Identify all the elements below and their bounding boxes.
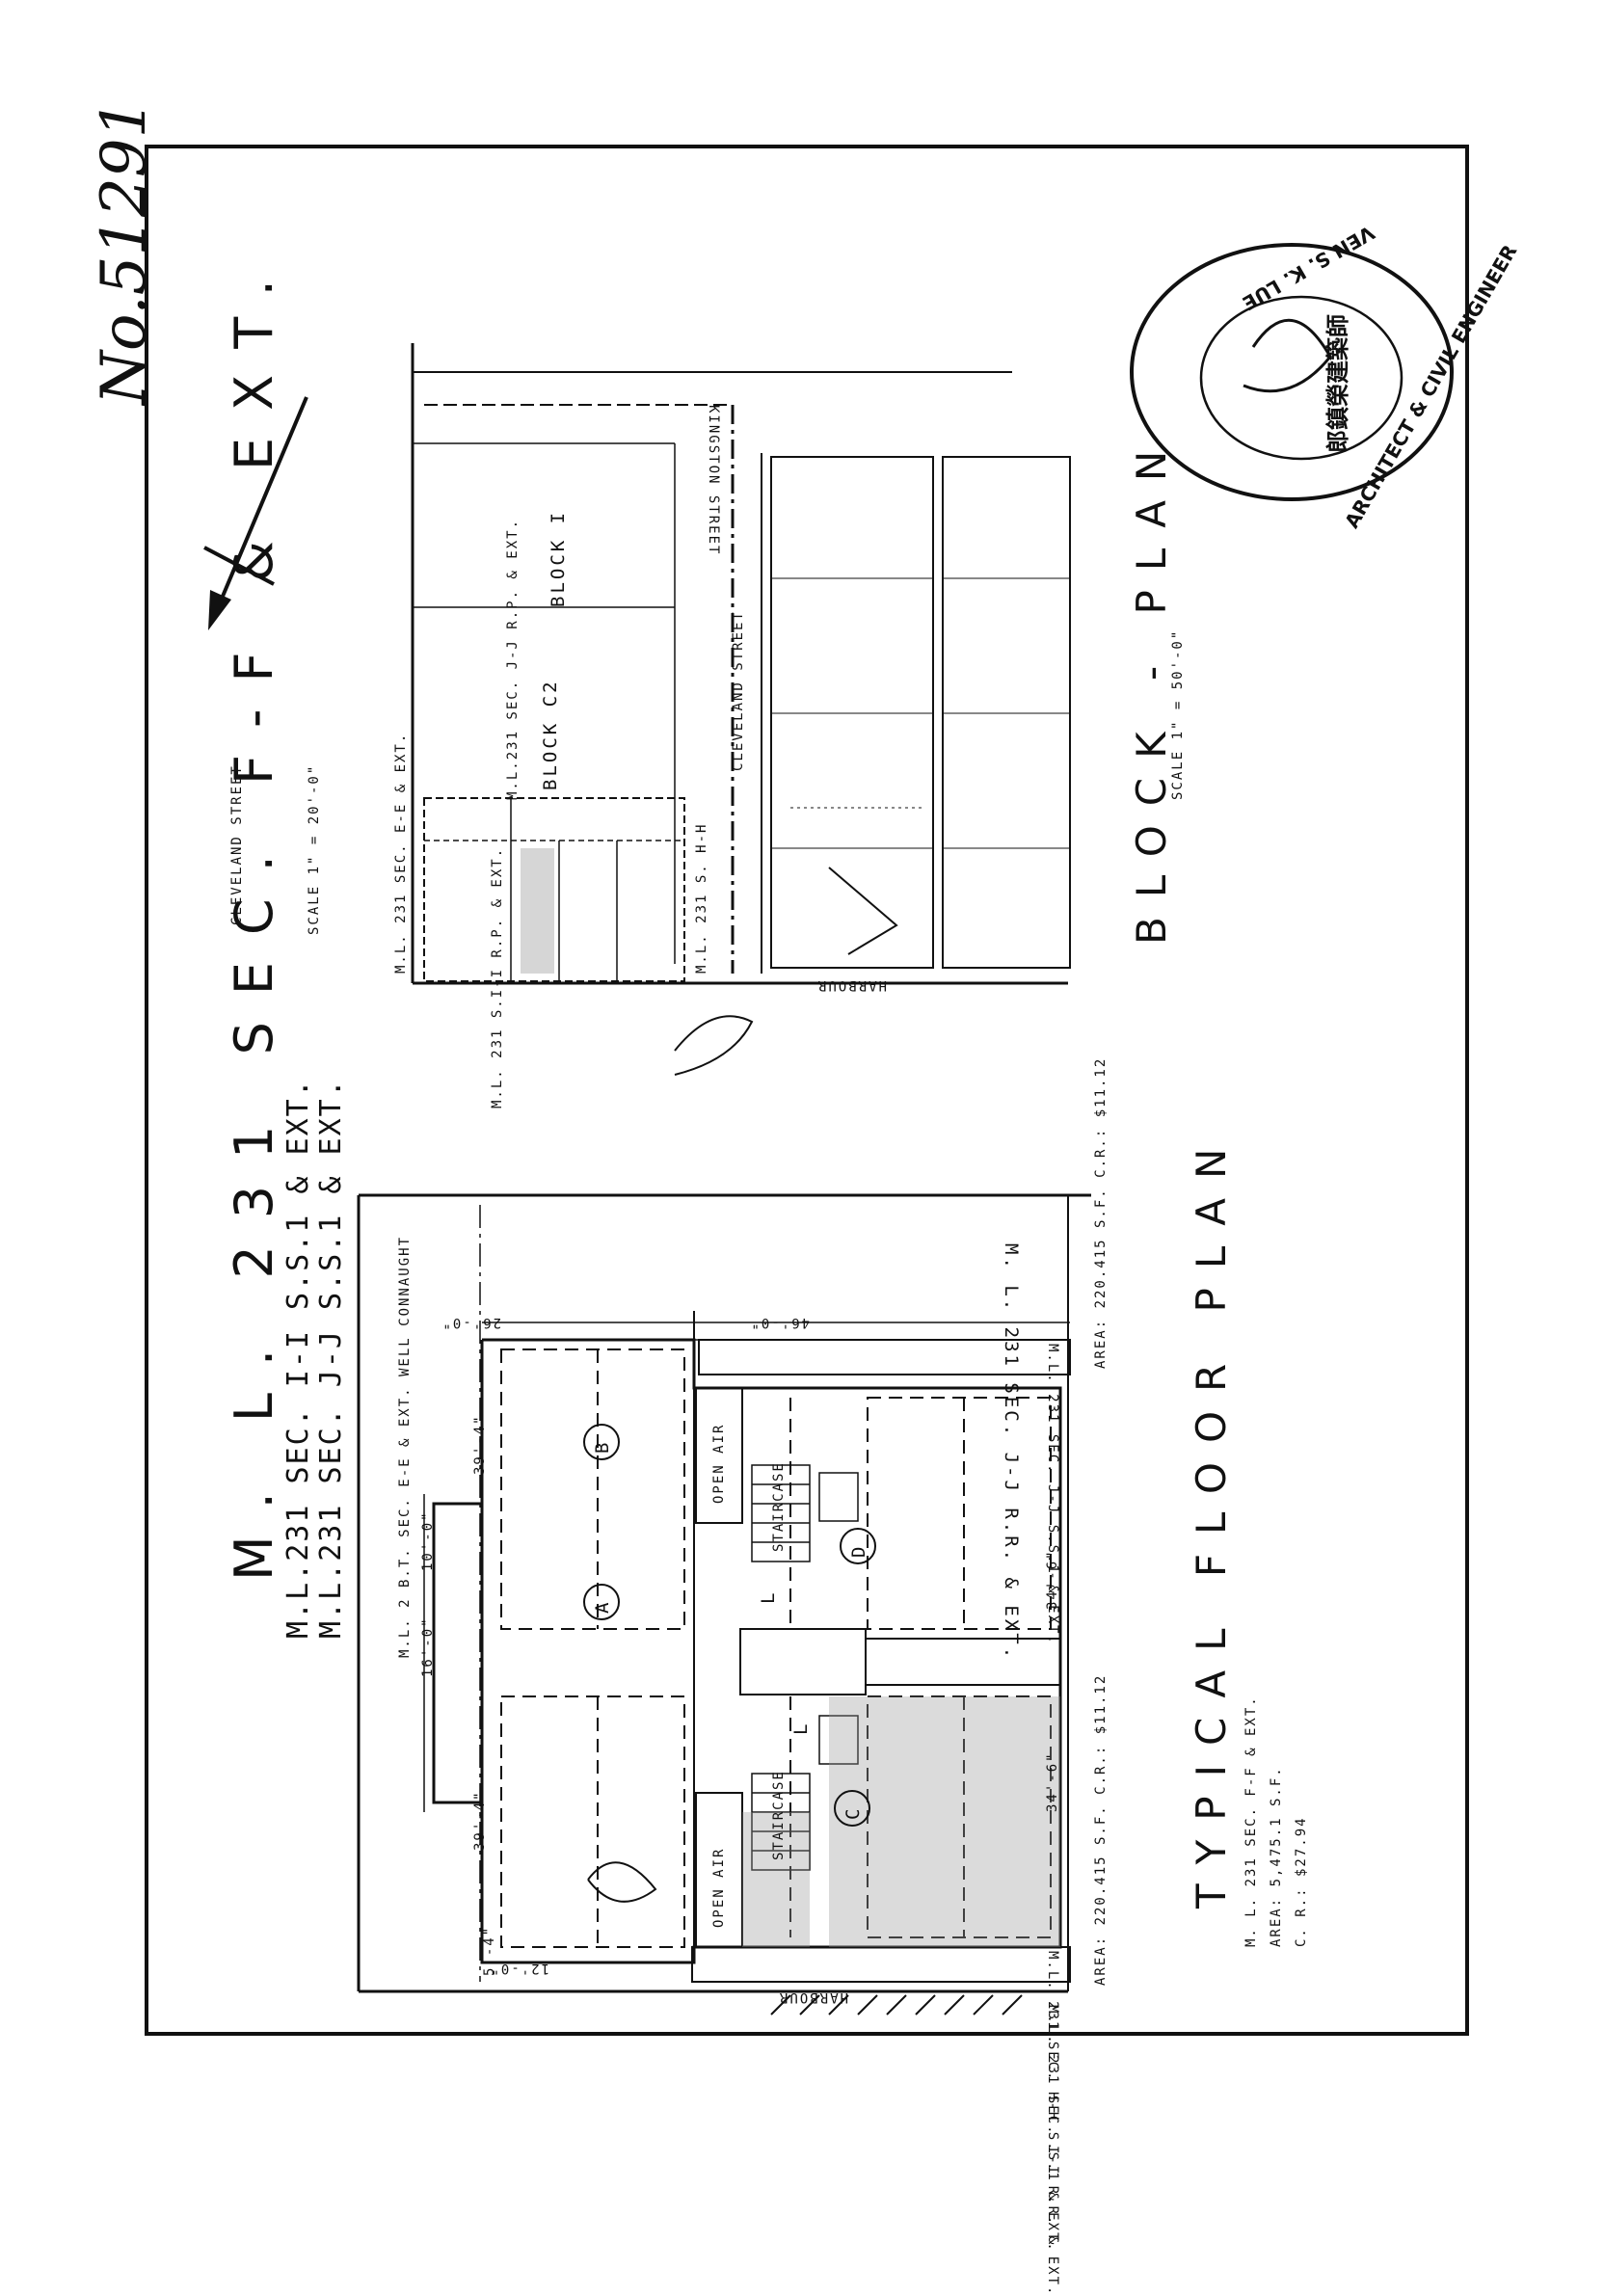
unit-c-marker: [834, 1790, 870, 1827]
block-plan-title: BLOCK - PLAN: [1128, 431, 1175, 945]
area-top-label: AREA: 220.415 S.F. C.R.: $11.12: [1093, 1056, 1109, 1369]
typical-floor-plan-drawing: [357, 1193, 1091, 2016]
subtitle-line-1: M.L.231 SEC. I-I S.S.1 & EXT.: [281, 1078, 315, 1639]
architect-seal: [1130, 243, 1454, 501]
open-air-bottom: OPEN AIR: [711, 1847, 727, 1928]
dim-34-6-b: 34'-6": [1045, 1751, 1060, 1812]
label-ml-rp: M.L. 231 S.I-I R.P. & EXT.: [490, 846, 505, 1108]
unit-b-marker: [583, 1424, 620, 1460]
street-harbour-floor: HARBOUR: [777, 1989, 848, 2005]
staircase-top: STAIRCASE: [771, 1461, 787, 1552]
unit-c-label: C: [842, 1805, 864, 1820]
floor-plan-title: TYPICAL FLOOR PLAN: [1188, 1129, 1235, 1909]
floor-plan-note-1: M. L. 231 SEC. F-F & EXT.: [1243, 1695, 1259, 1947]
dim-39-4-b: 39'-4": [472, 1790, 488, 1851]
label-block-c2: BLOCK C2: [540, 679, 561, 790]
label-ml-sec-ee: M.L. 231 SEC. E-E & EXT.: [393, 732, 409, 974]
unit-d-marker: [840, 1528, 876, 1564]
strip-bottom-label: M.L. 231 SEC. H-H S.S.1 & EXT.: [1045, 1951, 1060, 2253]
unit-a-marker: [583, 1584, 620, 1620]
dim-39-4-a: 39'-4": [472, 1414, 488, 1475]
block-plan-scale: SCALE 1" = 50'-0": [1170, 628, 1186, 800]
label-block-1: BLOCK I: [548, 509, 569, 607]
handwritten-number: No.51291: [89, 98, 160, 405]
staircase-bottom: STAIRCASE: [771, 1770, 787, 1860]
street-kingston: KINGSTON STREET: [706, 405, 721, 556]
area-bottom-label: AREA: 220.415 S.F. C.R.: $11.12: [1093, 1673, 1109, 1986]
unit-d-label: D: [848, 1543, 869, 1558]
street-harbour-block: HARBOUR: [815, 977, 887, 993]
open-air-top: OPEN AIR: [711, 1423, 727, 1504]
unit-a-label: A: [592, 1599, 613, 1614]
street-cleveland-block: CLEVELAND STREET: [731, 610, 746, 771]
drawing-sheet: [145, 145, 1469, 2036]
lift-bottom: L: [790, 1721, 812, 1735]
dim-10-0: 10'-0": [420, 1510, 436, 1571]
top-scale: SCALE 1" = 20'-0": [307, 763, 322, 935]
north-arrow-icon: [203, 396, 308, 630]
seal-chinese: 郎鎮榮建築師: [1324, 314, 1351, 453]
sheet-border: [145, 145, 1469, 2036]
floor-plan-note-3: C. R.: $27.94: [1294, 1816, 1309, 1947]
label-ml-hh: M.L. 231 S. H-H: [694, 822, 709, 974]
left-note: M.L. 2 B.T. SEC. E-E & EXT. WELL CONNAUG…: [397, 1235, 413, 1658]
dim-12-0: 12'-0": [489, 1961, 549, 1976]
block-plan-drawing: [411, 343, 1071, 1076]
dim-34-6-a: 34'-6": [1045, 1549, 1060, 1610]
dim-16-0: 16'-0": [420, 1616, 436, 1677]
label-ml-sec-jj: M.L.231 SEC. J-J R.P. & EXT.: [505, 518, 521, 800]
title-street-note: CLEVELAND STREET: [229, 764, 245, 925]
floor-plan-note-2: AREA: 5,475.1 S.F.: [1269, 1766, 1284, 1947]
dim-26-0: 26'-0": [441, 1315, 501, 1330]
subtitle-line-2: M.L.231 SEC. J-J S.S.1 & EXT.: [314, 1078, 348, 1639]
neighbor-top-label: M. L. 231 SEC. J-J R.R. & EXT.: [1001, 1243, 1022, 1662]
unit-b-label: B: [592, 1439, 613, 1454]
dim-46-0: 46'-0": [749, 1315, 810, 1330]
lift-top: L: [758, 1589, 779, 1604]
